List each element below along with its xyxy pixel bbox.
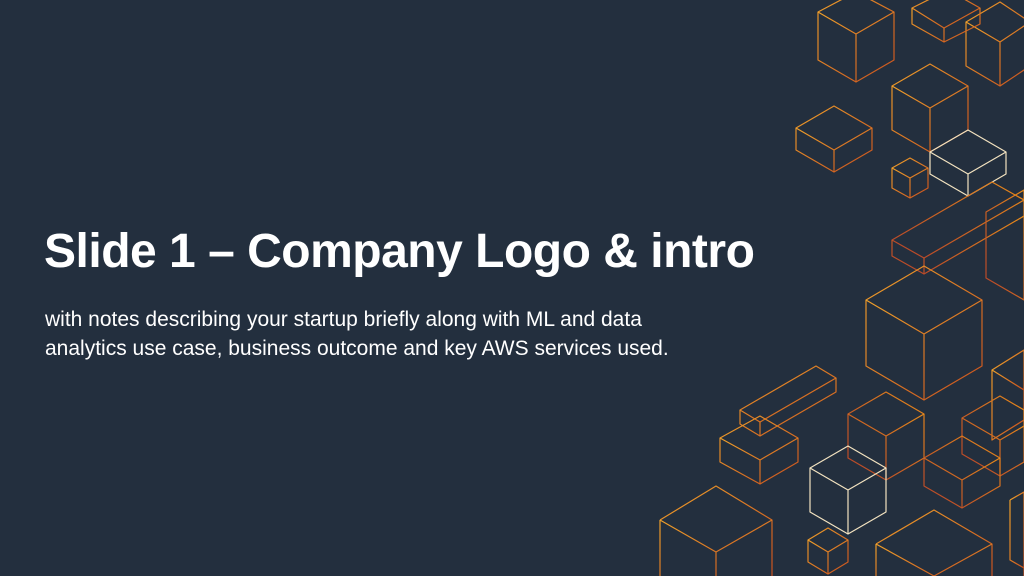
slide-title: Slide 1 – Company Logo & intro xyxy=(44,225,755,278)
slide-subtitle: with notes describing your startup brief… xyxy=(45,308,669,360)
